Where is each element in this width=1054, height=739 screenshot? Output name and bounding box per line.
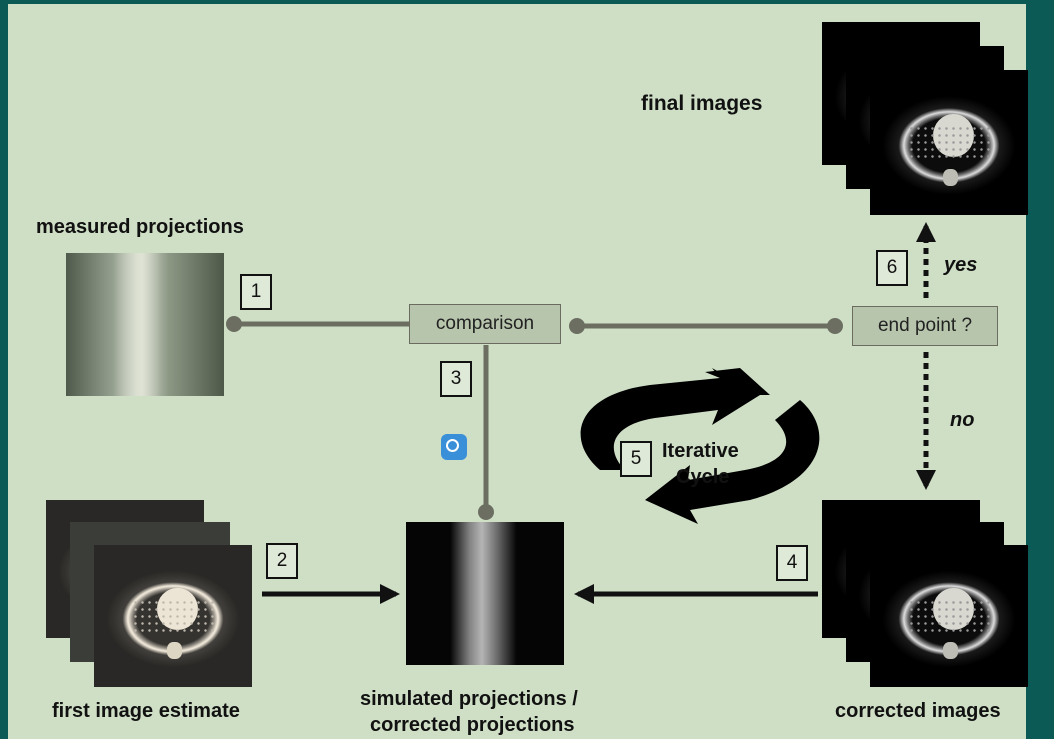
connector-dot (827, 318, 843, 334)
label-final-images: final images (641, 92, 763, 115)
step-4-box: 4 (776, 545, 808, 581)
connector-dot (226, 316, 242, 332)
end-point-box: end point ? (852, 306, 998, 346)
label-no: no (950, 409, 975, 431)
label-iterative: Iterative (662, 440, 739, 462)
label-measured-projections: measured projections (36, 216, 244, 238)
measured-projections-image (66, 253, 224, 396)
step-3-box: 3 (440, 361, 472, 397)
comparison-box: comparison (409, 304, 561, 344)
label-simulated-projections-2: corrected projections (370, 714, 575, 736)
label-simulated-projections-1: simulated projections / (360, 688, 578, 710)
step-6-box: 6 (876, 250, 908, 286)
final-images-front (870, 70, 1028, 215)
simulated-projections-image (406, 522, 564, 665)
corrected-images-front (870, 545, 1028, 687)
first-estimate-front-image (94, 545, 252, 687)
connector-dot (569, 318, 585, 334)
lens-icon[interactable] (441, 434, 467, 460)
label-yes: yes (944, 254, 978, 276)
label-first-image-estimate: first image estimate (52, 700, 240, 722)
label-corrected-images: corrected images (835, 700, 1001, 722)
label-cycle: Cycle (676, 466, 730, 488)
step-5-box: 5 (620, 441, 652, 477)
step-2-box: 2 (266, 543, 298, 579)
iterative-cycle-arrows (580, 368, 820, 524)
connector-dot (478, 504, 494, 520)
step-1-box: 1 (240, 274, 272, 310)
